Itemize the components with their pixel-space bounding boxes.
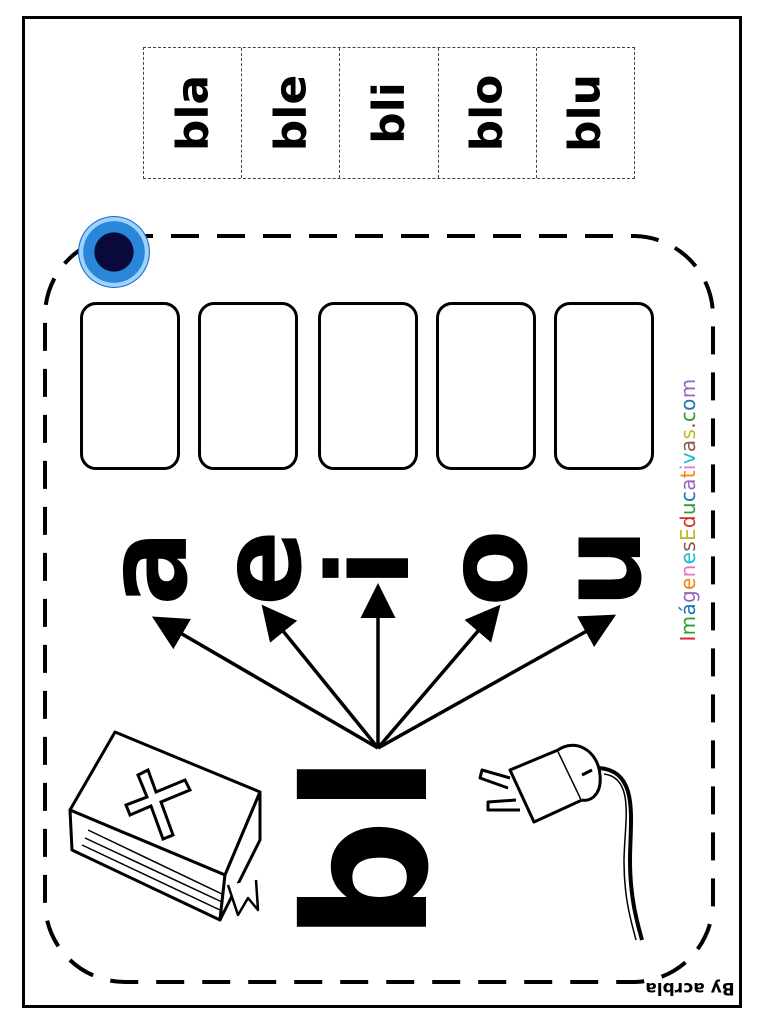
arrow-to-o [376,604,501,750]
brand-letter: o [676,398,700,411]
main-syllable: bl [269,749,467,941]
brand-letter: m [676,615,700,636]
brand-letter: n [676,564,700,578]
electric-plug-icon [478,743,644,941]
answer-box[interactable] [80,302,180,470]
brand-letter: a [676,439,700,453]
brand-letter: á [676,602,700,616]
brand-letter: I [676,635,700,642]
brand-letter: a [676,478,700,491]
brand-letter: . [676,422,700,429]
brand-letter: e [676,551,700,565]
syllable-card[interactable]: ble [242,48,341,178]
arrow-to-a [151,616,379,750]
brand-letter: i [676,464,700,471]
bible-book-icon [68,730,262,922]
brand-letter: u [676,502,700,516]
brand-letter: g [676,589,700,603]
syllable-card[interactable]: bli [340,48,439,178]
brand-letter: s [676,541,700,552]
brand-letter: s [676,428,700,440]
brand-letter: m [676,378,700,399]
answer-box[interactable] [554,302,654,470]
logo-badge-icon [78,216,150,288]
brand-watermark: ImágenesEducativas.com [676,378,700,641]
page-border [22,16,742,1008]
brand-letter: e [676,577,700,590]
brand-letter: v [676,452,700,465]
syllable-cutout-strip: bla ble bli blo blu [143,47,635,179]
syllable-card[interactable]: blo [439,48,537,178]
arrow-to-u [377,614,617,750]
brand-letter: d [676,515,700,529]
brand-letter: c [676,490,700,503]
credit-text: By acrbla [645,978,735,998]
answer-box[interactable] [198,302,298,470]
arrow-to-e [261,604,380,750]
answer-box[interactable] [436,302,536,470]
brand-text: ImágenesEducativas.com [676,378,700,641]
brand-letter: E [676,528,700,542]
brand-letter: c [676,410,700,423]
brand-letter: t [676,470,700,479]
answer-box[interactable] [318,302,418,470]
syllable-card[interactable]: bla [144,48,243,178]
